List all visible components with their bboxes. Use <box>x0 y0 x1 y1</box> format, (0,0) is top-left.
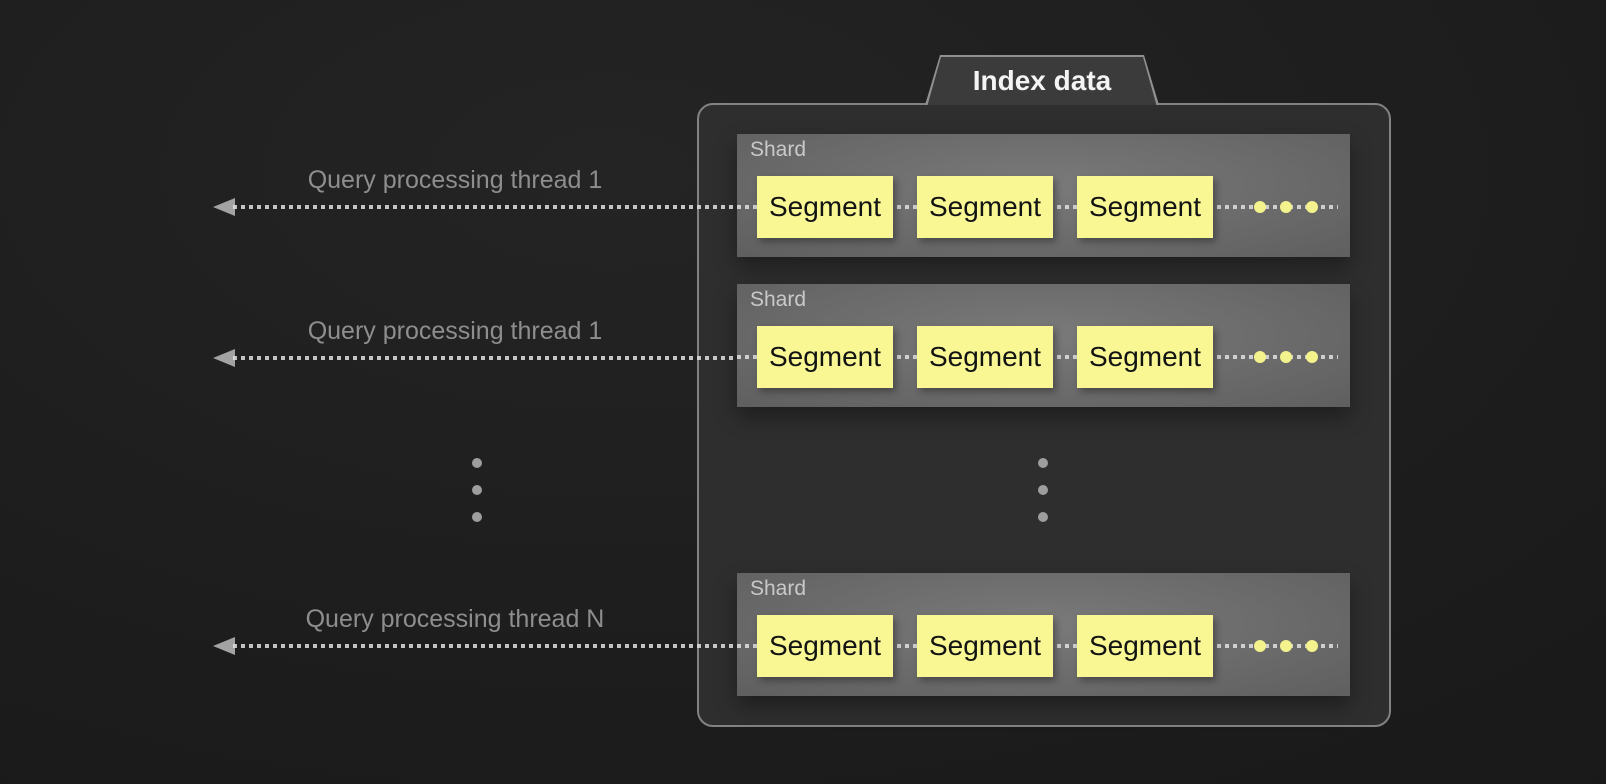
shard-label: Shard <box>750 138 807 161</box>
segment-ellipsis-dot <box>1254 640 1266 652</box>
shard-label: Shard <box>750 577 807 600</box>
shards-ellipsis-dot <box>1038 512 1048 522</box>
thread-label-1: Query processing thread 1 <box>307 166 603 194</box>
segment-box: Segment <box>917 326 1053 388</box>
arrow-left-icon <box>213 198 235 216</box>
shards-ellipsis-dot <box>1038 485 1048 495</box>
index-data-container: Shard Segment Segment Segment Shard Segm… <box>697 103 1391 727</box>
thread-label-n: Query processing thread N <box>305 605 605 633</box>
shard-label: Shard <box>750 288 807 311</box>
segment-ellipsis-dot <box>1306 351 1318 363</box>
segment-box: Segment <box>917 176 1053 238</box>
index-data-tab: Index data <box>925 55 1159 105</box>
segment-ellipsis-dot <box>1280 351 1292 363</box>
segment-box: Segment <box>757 326 893 388</box>
threads-ellipsis-dot <box>472 485 482 495</box>
threads-ellipsis-dot <box>472 458 482 468</box>
segment-box: Segment <box>757 615 893 677</box>
segment-ellipsis-dot <box>1306 640 1318 652</box>
dotted-arrow-line <box>233 356 737 360</box>
segment-box: Segment <box>1077 615 1213 677</box>
shard-box-1: Shard Segment Segment Segment <box>737 134 1350 257</box>
dotted-arrow-line <box>233 644 737 648</box>
segment-box: Segment <box>1077 326 1213 388</box>
shard-box-n: Shard Segment Segment Segment <box>737 573 1350 696</box>
arrow-left-icon <box>213 637 235 655</box>
shard-box-2: Shard Segment Segment Segment <box>737 284 1350 407</box>
shards-ellipsis-dot <box>1038 458 1048 468</box>
index-data-tab-fill <box>927 57 1157 107</box>
arrow-left-icon <box>213 349 235 367</box>
segment-ellipsis-dot <box>1254 351 1266 363</box>
segment-box: Segment <box>1077 176 1213 238</box>
segment-ellipsis-dot <box>1280 201 1292 213</box>
threads-ellipsis-dot <box>472 512 482 522</box>
dotted-arrow-line <box>233 205 737 209</box>
segment-ellipsis-dot <box>1280 640 1292 652</box>
segment-box: Segment <box>917 615 1053 677</box>
segment-box: Segment <box>757 176 893 238</box>
segment-ellipsis-dot <box>1306 201 1318 213</box>
index-data-title: Index data <box>972 65 1112 96</box>
segment-ellipsis-dot <box>1254 201 1266 213</box>
thread-label-2: Query processing thread 1 <box>307 317 603 345</box>
